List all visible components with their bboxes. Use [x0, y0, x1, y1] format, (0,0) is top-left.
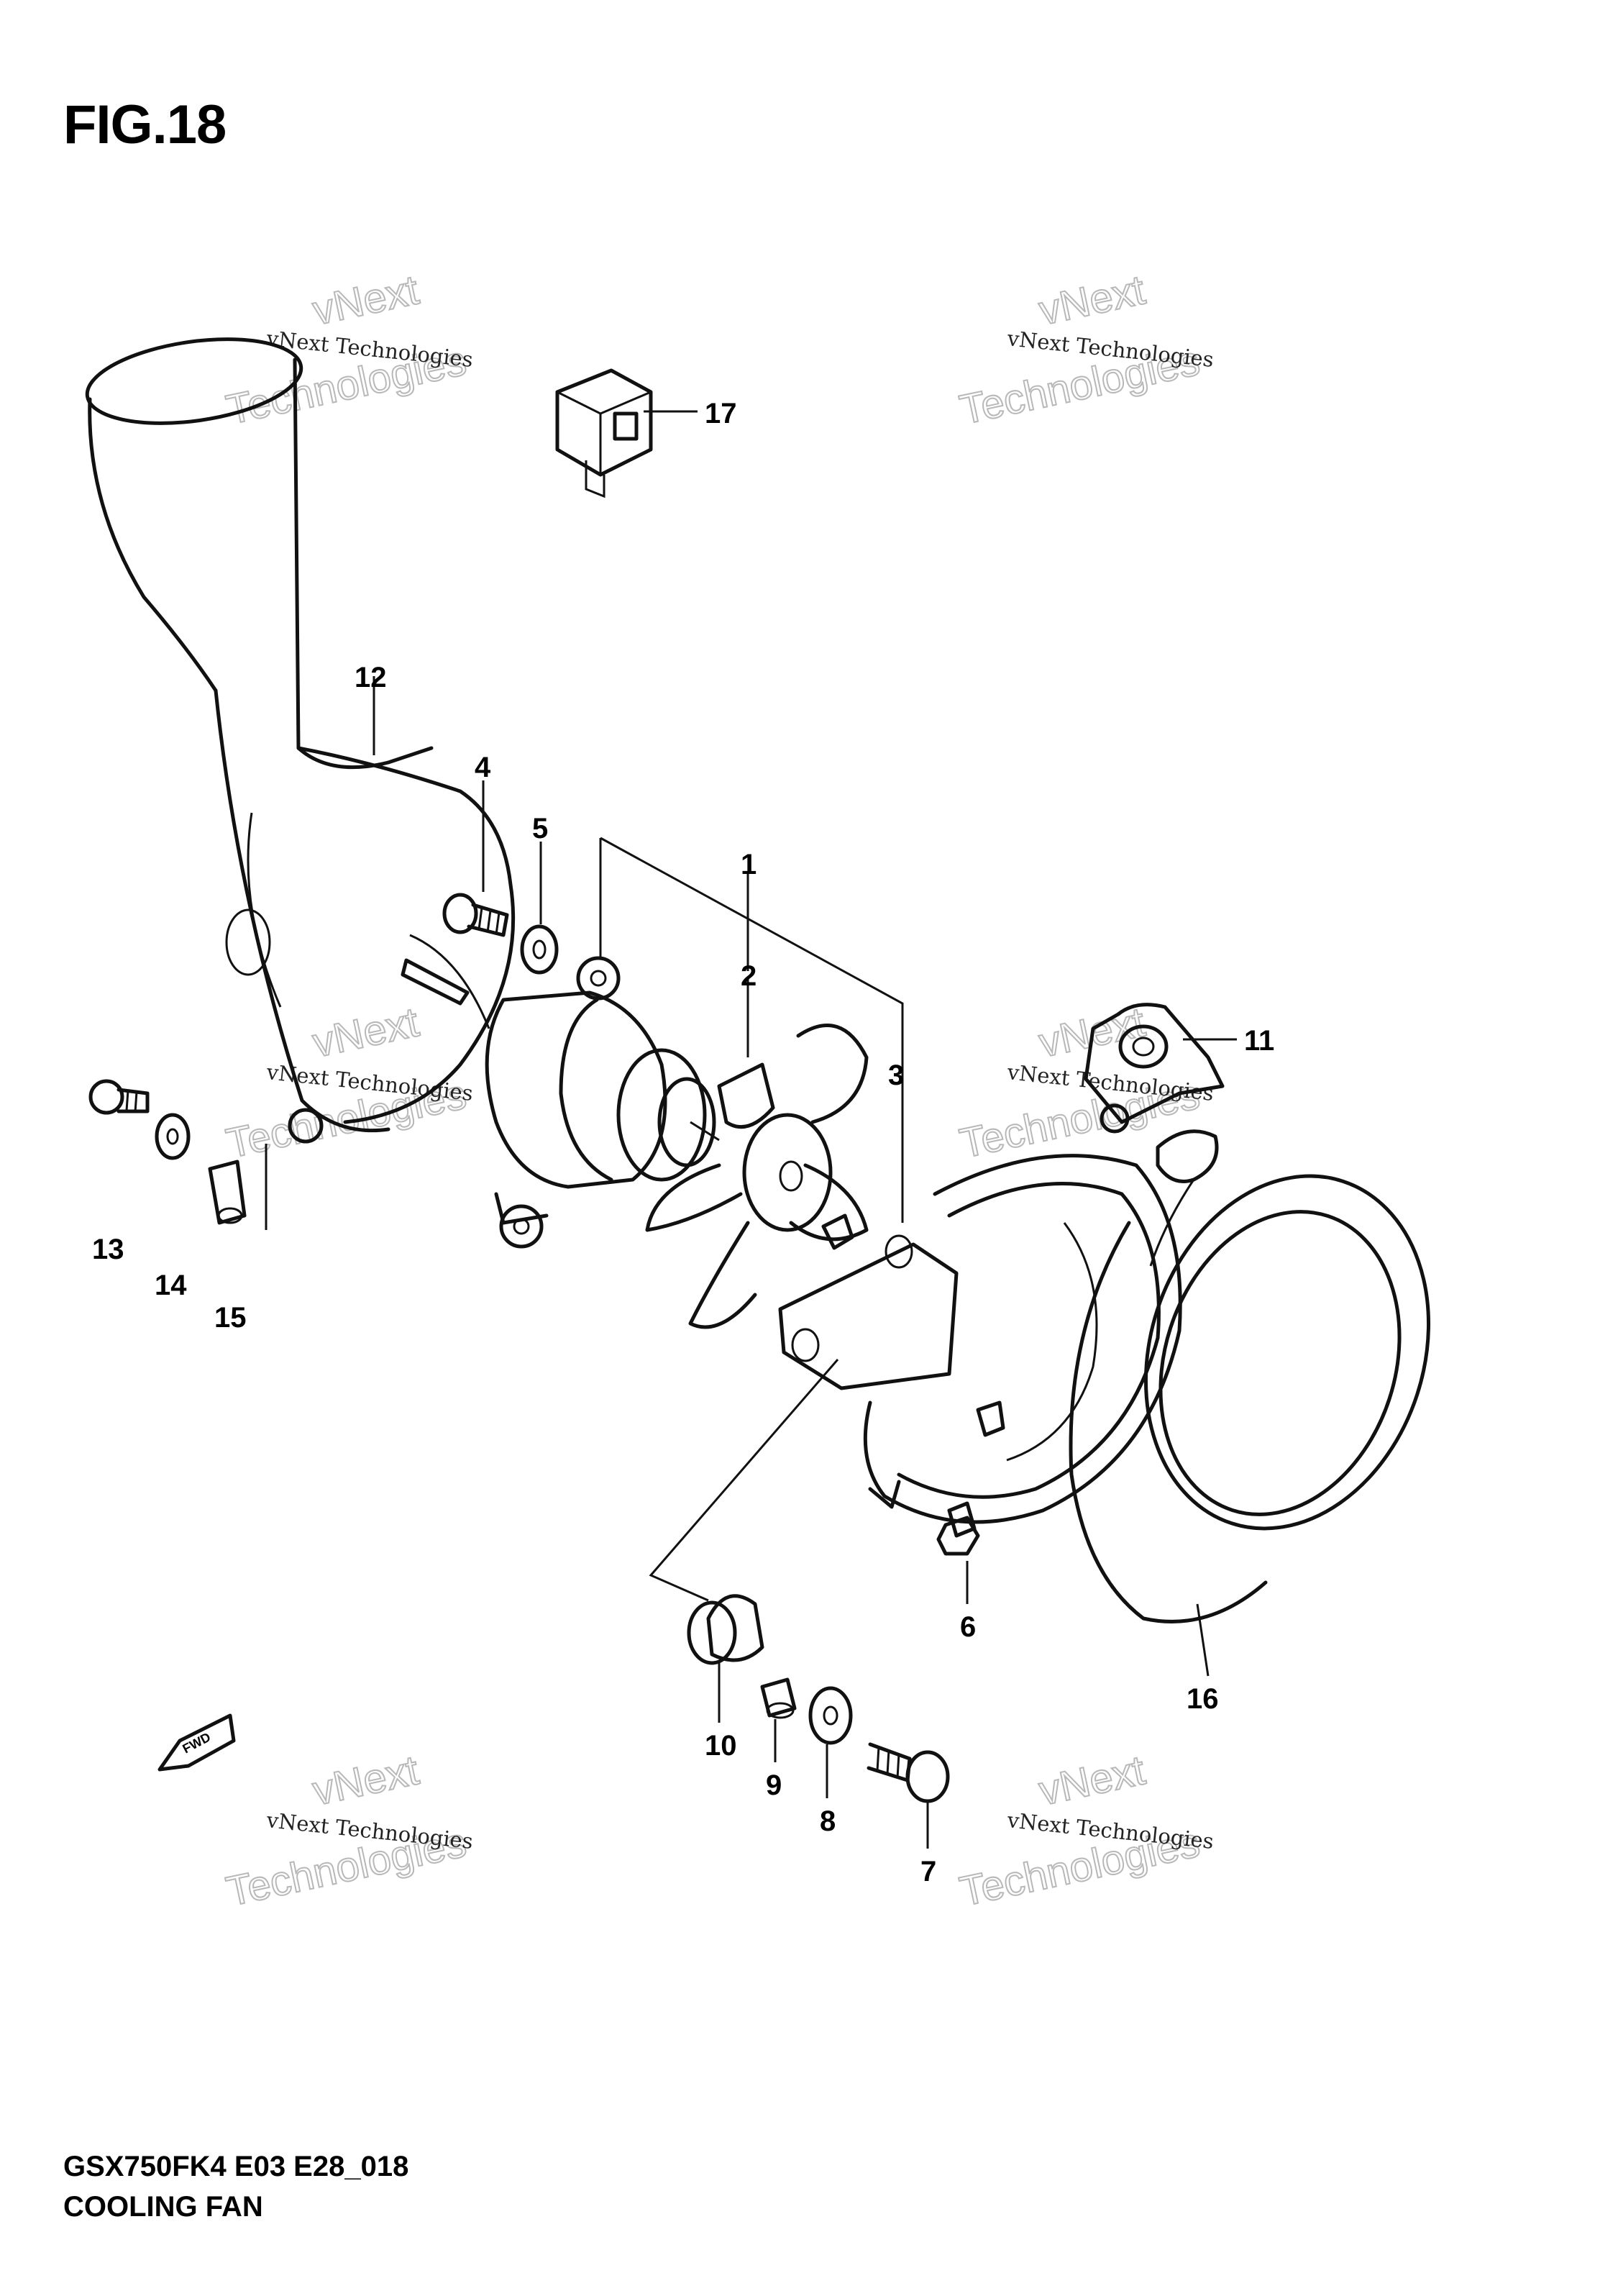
watermark-bottom-left: vNext Technologies vNext Technologies	[221, 1746, 474, 1915]
watermark-large-top: vNext	[308, 266, 423, 334]
callout-7: 7	[920, 1856, 936, 1887]
washer-part-8	[808, 1686, 853, 1745]
callout-2: 2	[741, 960, 757, 992]
callout-17: 17	[705, 398, 737, 429]
callout-4: 4	[475, 752, 491, 783]
washer-part-14	[155, 1113, 191, 1160]
fan-blade-part-2	[645, 1024, 869, 1329]
callout-5: 5	[532, 813, 548, 844]
clamp-part-11	[1084, 1003, 1225, 1183]
outer-ring-part-16	[1069, 1174, 1431, 1623]
grommet-part-10	[687, 1594, 764, 1665]
callout-9: 9	[766, 1769, 782, 1801]
callout-6: 6	[960, 1611, 976, 1643]
callout-1: 1	[741, 849, 757, 880]
bolt-part-13	[88, 1079, 150, 1115]
callout-14: 14	[155, 1270, 187, 1301]
callout-13: 13	[92, 1234, 124, 1265]
watermark-large-top: vNext	[1035, 1746, 1149, 1814]
bolt-part-7	[867, 1742, 950, 1803]
figure-caption: COOLING FAN	[63, 2191, 263, 2223]
fwd-arrow-icon: FWD	[157, 1713, 236, 1772]
callout-10: 10	[705, 1730, 737, 1762]
callout-11: 11	[1244, 1025, 1274, 1057]
watermark-top-right: vNext Technologies vNext Technologies	[955, 265, 1215, 434]
fan-motor-part-1	[401, 956, 720, 1249]
model-code: GSX750FK4 E03 E28_018	[63, 2151, 409, 2182]
callout-16: 16	[1187, 1683, 1219, 1715]
callout-12: 12	[355, 662, 387, 693]
callout-3: 3	[888, 1060, 904, 1091]
callout-15: 15	[214, 1302, 247, 1334]
figure-title: FIG.18	[63, 94, 227, 155]
callout-8: 8	[820, 1805, 836, 1837]
fan-duct-part-12	[85, 337, 516, 1144]
bolt-part-4	[442, 893, 509, 937]
fan-shroud-part-3	[778, 1154, 1182, 1538]
watermark-large-top: vNext	[308, 998, 423, 1066]
leader-lines	[265, 410, 1237, 1849]
collar-part-9	[760, 1677, 797, 1719]
watermark-bottom-right: vNext Technologies vNext Technologies	[955, 1746, 1215, 1915]
watermark-large-top: vNext	[308, 1746, 423, 1814]
nut-part-6	[936, 1516, 980, 1556]
watermark-large-top: vNext	[1035, 266, 1149, 334]
washer-part-5	[520, 924, 559, 975]
relay-part-17	[555, 368, 653, 498]
watermark-mid-right: vNext Technologies vNext Technologies	[955, 998, 1215, 1167]
collar-part-15	[208, 1160, 247, 1225]
watermark-mid-left: vNext Technologies vNext Technologies	[221, 998, 474, 1167]
watermark-top-left: vNext Technologies vNext Technologies	[221, 265, 474, 434]
